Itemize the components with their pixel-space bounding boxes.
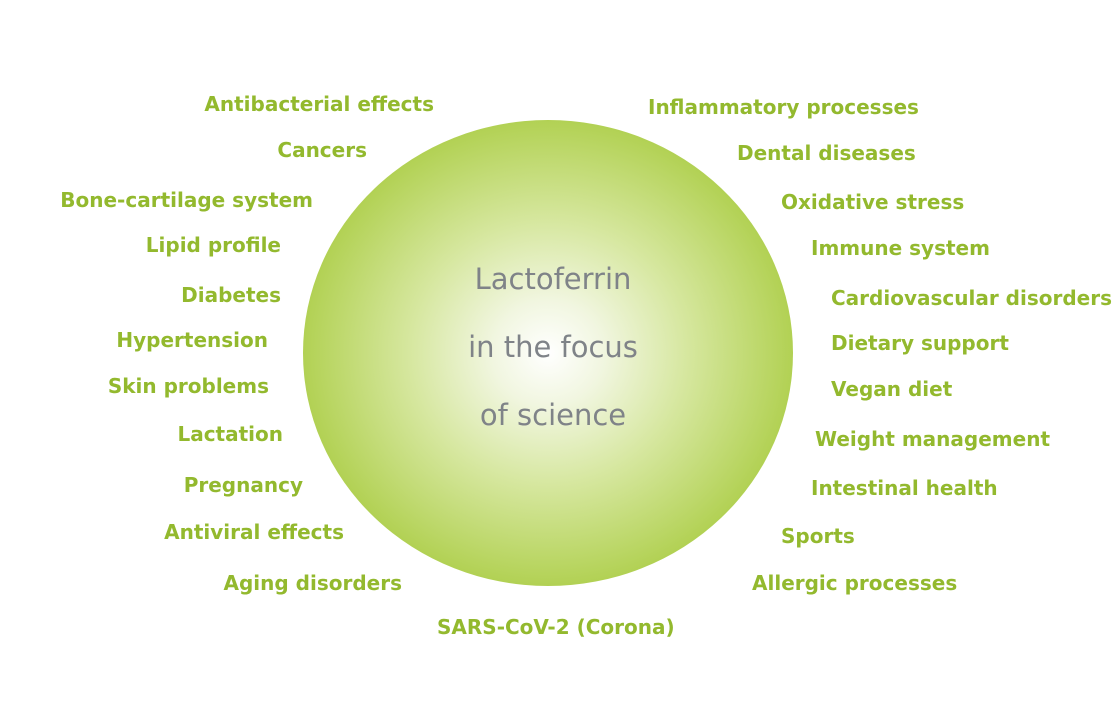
- topic-immune-system: Immune system: [811, 236, 990, 260]
- topic-sars-cov-2: SARS-CoV-2 (Corona): [437, 615, 675, 639]
- topic-dietary-support: Dietary support: [831, 331, 1009, 355]
- topic-oxidative-stress: Oxidative stress: [781, 190, 965, 214]
- topic-lipid-profile: Lipid profile: [145, 233, 281, 257]
- topic-dental-diseases: Dental diseases: [737, 141, 916, 165]
- center-title-line-3: of science: [479, 398, 627, 432]
- center-title-line-2: in the focus: [468, 330, 638, 364]
- topic-antibacterial-effects: Antibacterial effects: [204, 92, 434, 116]
- topic-inflammatory-processes: Inflammatory processes: [648, 95, 919, 119]
- topic-skin-problems: Skin problems: [107, 374, 269, 398]
- topic-hypertension: Hypertension: [116, 328, 268, 352]
- topic-aging-disorders: Aging disorders: [223, 571, 403, 595]
- topic-pregnancy: Pregnancy: [183, 473, 303, 497]
- topic-lactation: Lactation: [177, 422, 283, 446]
- topic-weight-management: Weight management: [815, 427, 1050, 451]
- topic-bone-cartilage-system: Bone-cartilage system: [60, 188, 313, 212]
- topic-sports: Sports: [781, 524, 855, 548]
- topic-cancers: Cancers: [277, 138, 367, 162]
- center-circle: [303, 120, 793, 586]
- topic-cardiovascular-disorders: Cardiovascular disorders: [831, 286, 1112, 310]
- topic-vegan-diet: Vegan diet: [831, 377, 953, 401]
- topic-allergic-processes: Allergic processes: [752, 571, 958, 595]
- topic-intestinal-health: Intestinal health: [811, 476, 998, 500]
- topic-diabetes: Diabetes: [181, 283, 281, 307]
- topic-antiviral-effects: Antiviral effects: [164, 520, 344, 544]
- center-title-line-1: Lactoferrin: [474, 262, 632, 296]
